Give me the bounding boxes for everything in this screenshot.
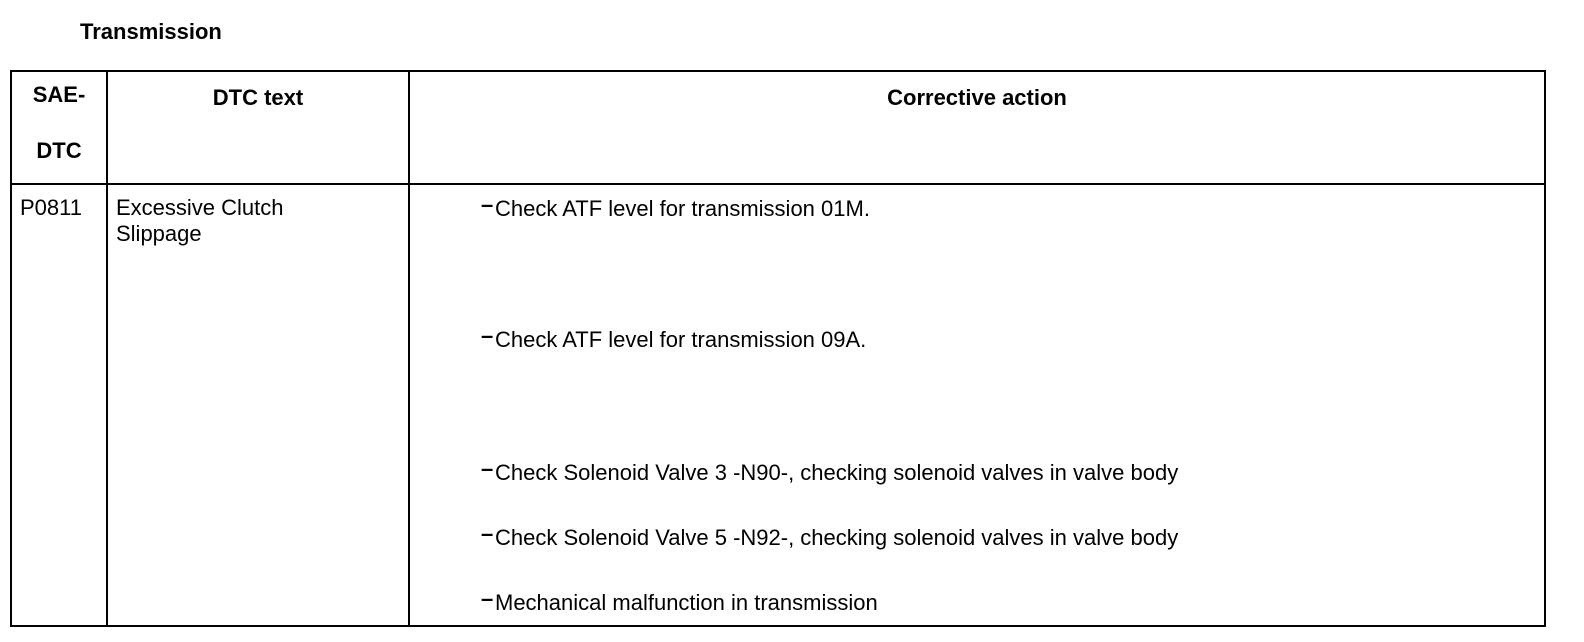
section-title: Transmission xyxy=(80,19,222,44)
action-item: –Check ATF level for transmission 09A. xyxy=(481,323,867,353)
dtc-text: Excessive Clutch Slippage xyxy=(106,183,410,627)
corrective-action-cell: –Check ATF level for transmission 01M. –… xyxy=(408,183,1546,627)
header-sae-dtc-line2: DTC xyxy=(36,138,82,163)
header-corrective-action: Corrective action xyxy=(408,70,1546,185)
header-sae-dtc-line1: SAE- xyxy=(32,82,86,107)
dtc-code: P0811 xyxy=(10,183,108,627)
dtc-text-line2: Slippage xyxy=(116,221,202,246)
dash-bullet: – xyxy=(481,521,494,546)
action-item: –Check Solenoid Valve 3 -N90-, checking … xyxy=(481,456,1179,486)
dtc-text-line1: Excessive Clutch xyxy=(116,195,284,220)
dash-bullet: – xyxy=(481,456,494,481)
header-sae-dtc: SAE- DTC xyxy=(10,70,108,185)
action-item: –Check ATF level for transmission 01M. xyxy=(481,192,870,222)
header-dtc-text: DTC text xyxy=(106,70,410,185)
action-item: –Mechanical malfunction in transmission xyxy=(481,586,878,616)
action-item: –Check Solenoid Valve 5 -N92-, checking … xyxy=(481,521,1179,551)
action-text: Mechanical malfunction in transmission xyxy=(495,590,878,615)
table-row: P0811 Excessive Clutch Slippage –Check A… xyxy=(10,183,1546,627)
table-header-row: SAE- DTC DTC text Corrective action xyxy=(10,70,1546,185)
action-text: Check Solenoid Valve 5 -N92-, checking s… xyxy=(495,525,1179,550)
dtc-table: SAE- DTC DTC text Corrective action P081… xyxy=(10,70,1546,627)
dash-bullet: – xyxy=(481,192,494,217)
dash-bullet: – xyxy=(481,586,494,611)
action-text: Check ATF level for transmission 01M. xyxy=(495,196,870,221)
action-text: Check Solenoid Valve 3 -N90-, checking s… xyxy=(495,460,1179,485)
dash-bullet: – xyxy=(481,323,494,348)
action-text: Check ATF level for transmission 09A. xyxy=(495,327,867,352)
